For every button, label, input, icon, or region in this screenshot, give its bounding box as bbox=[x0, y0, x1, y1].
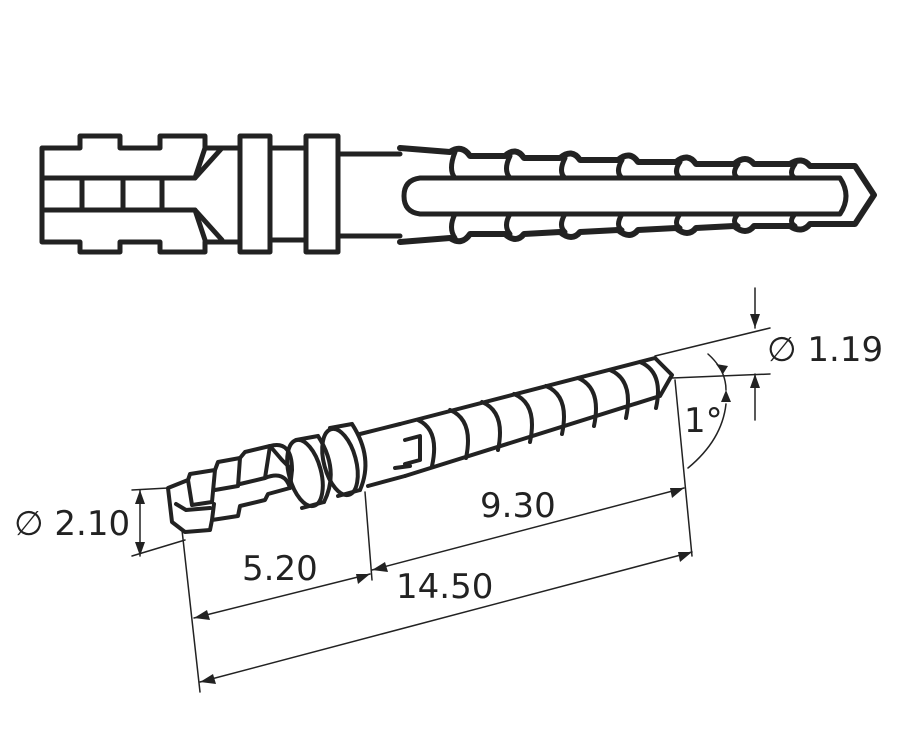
side-view-head-slots bbox=[79, 175, 165, 213]
iso-thread-body bbox=[398, 356, 674, 478]
dim-total-length-line bbox=[199, 551, 693, 683]
side-view-head-inner bbox=[39, 145, 225, 243]
dim-total-arrow-right bbox=[678, 552, 692, 562]
dim-base-arrow-top bbox=[135, 490, 145, 504]
dim-head-length-line bbox=[193, 573, 371, 619]
side-view bbox=[39, 133, 877, 255]
side-view-thread-outline bbox=[397, 145, 877, 245]
dim-total-arrow-left bbox=[200, 674, 216, 684]
dim-base-arrow-bottom bbox=[135, 542, 145, 556]
iso-shank bbox=[358, 422, 407, 488]
side-view-head-outline bbox=[39, 133, 243, 255]
dim-angle-arrow-2 bbox=[721, 390, 731, 402]
dim-thread-arrow-left bbox=[372, 562, 388, 572]
side-view-slot bbox=[401, 175, 849, 217]
dim-length-extensions bbox=[181, 379, 693, 693]
isometric-view bbox=[166, 356, 674, 534]
dim-thread-length-line bbox=[371, 487, 685, 571]
dim-thread-arrow-right bbox=[670, 488, 684, 498]
dim-tip-extension bbox=[654, 327, 771, 379]
side-view-neck bbox=[267, 145, 309, 243]
side-view-shank bbox=[335, 151, 403, 239]
iso-thread-helix bbox=[416, 360, 660, 468]
dim-angle-arrow-1 bbox=[716, 364, 728, 374]
side-view-head-chamfer bbox=[192, 145, 208, 243]
dim-head-length-label: 5.20 bbox=[242, 549, 318, 589]
side-view-collar-2 bbox=[303, 133, 341, 255]
dim-tip-arrow-top bbox=[750, 314, 760, 328]
iso-head-slots bbox=[174, 444, 272, 522]
dim-tip-arrow-bottom bbox=[750, 374, 760, 388]
dim-tip-label: ∅ 1.19 bbox=[767, 330, 883, 370]
side-view-thread-crests bbox=[449, 149, 798, 241]
dim-head-arrow-right bbox=[356, 574, 370, 584]
side-view-collar-1 bbox=[237, 133, 273, 255]
iso-collar-2-side bbox=[328, 422, 368, 498]
dim-head-arrow-left bbox=[194, 610, 210, 620]
iso-head-chamfer bbox=[263, 443, 294, 490]
dim-thread-length-label: 9.30 bbox=[480, 486, 556, 526]
iso-thread-slot bbox=[393, 434, 422, 470]
dimensions: ∅ 1.19 1° ∅ 2.10 9.30 5.20 14.50 bbox=[14, 287, 883, 693]
dim-total-length-label: 14.50 bbox=[396, 567, 493, 607]
dim-base-label: ∅ 2.10 bbox=[14, 504, 130, 544]
dim-angle-label: 1° bbox=[684, 401, 723, 441]
